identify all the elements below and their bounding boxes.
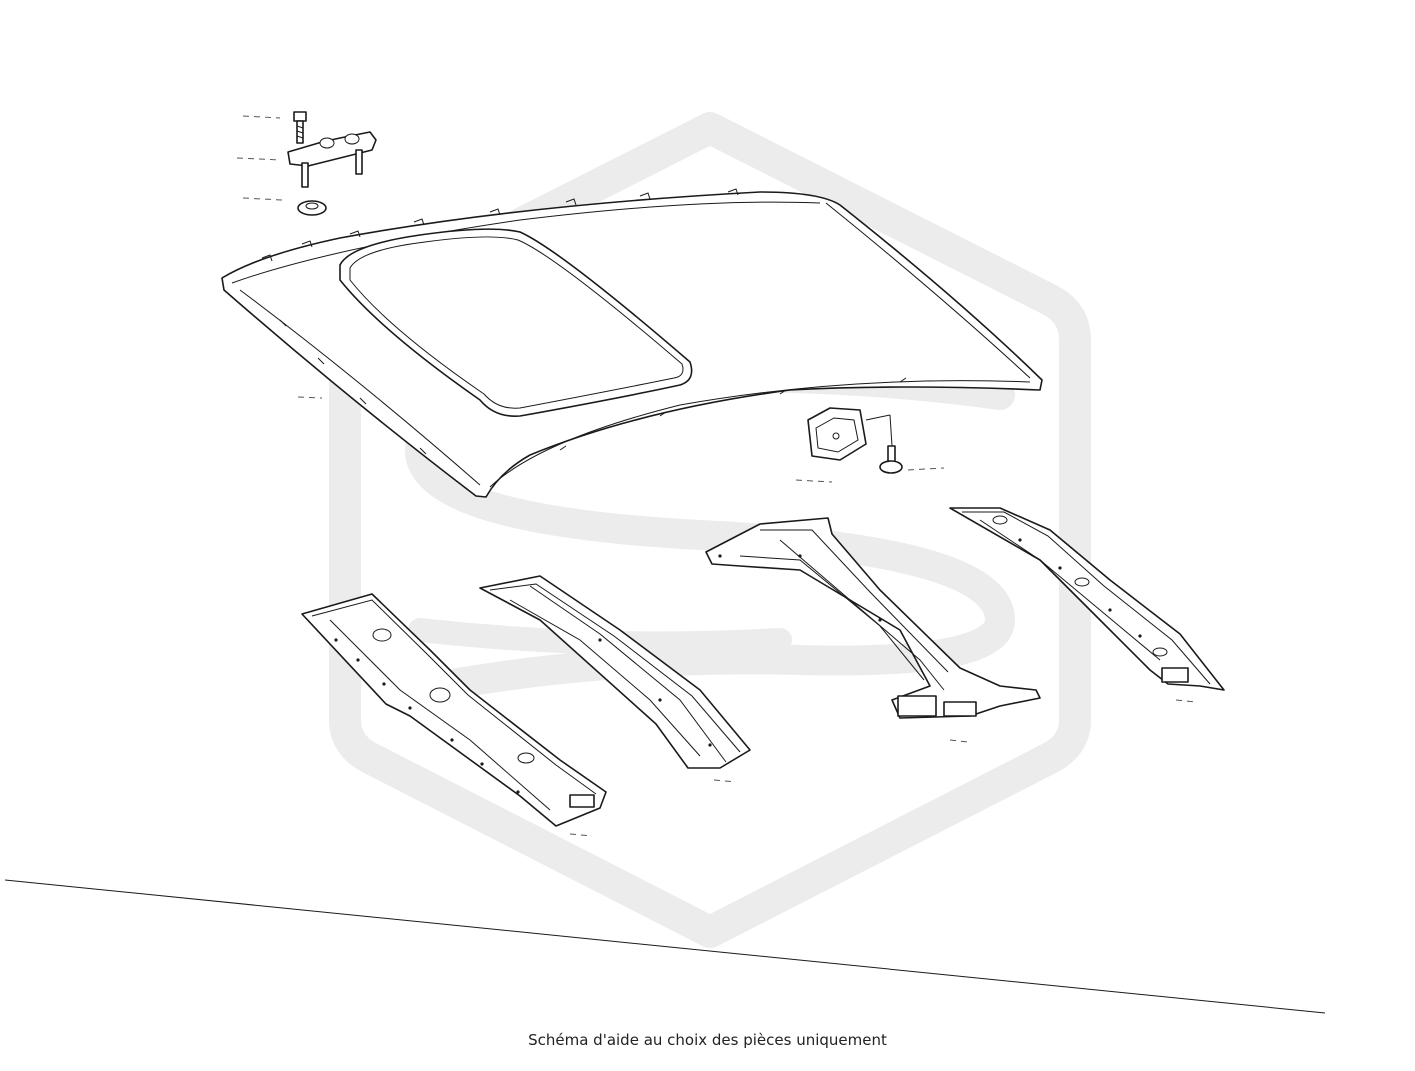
roof-bow-icon[interactable]: [301, 593, 607, 837]
diagram-caption: Schéma d'aide au choix des pièces unique…: [528, 1031, 887, 1049]
ground-line: [4, 879, 1326, 1014]
bolt-bracket-icon[interactable]: [236, 111, 377, 216]
clip-screw-icon[interactable]: [795, 407, 945, 483]
roof-panel-icon[interactable]: [221, 188, 1043, 498]
roof-bow-icon[interactable]: [479, 575, 751, 783]
roof-bow-icon[interactable]: [949, 507, 1225, 703]
roof-bow-icon[interactable]: [705, 517, 1041, 743]
